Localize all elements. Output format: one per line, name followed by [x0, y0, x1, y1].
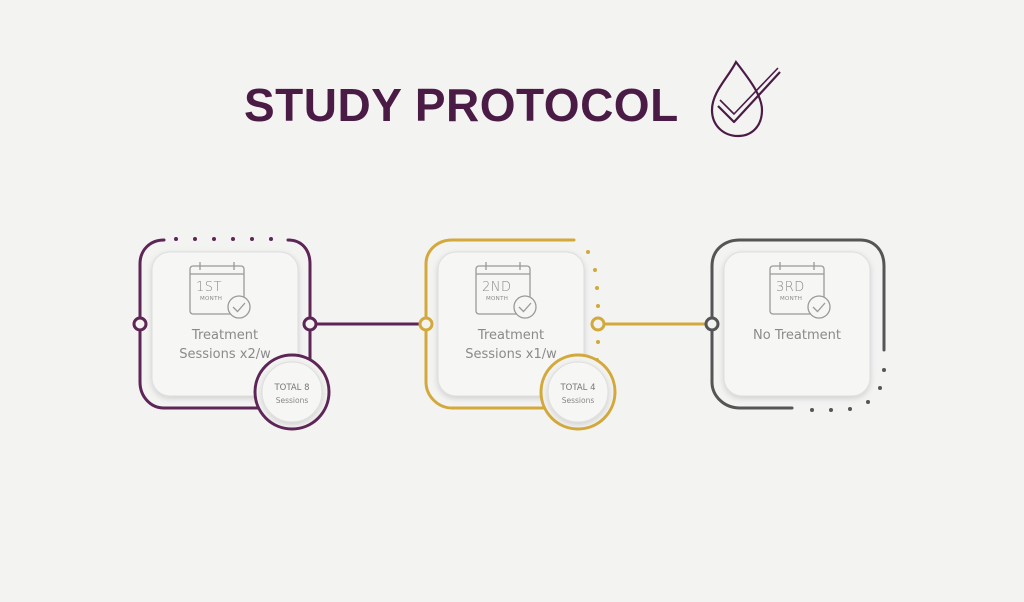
node-1-right — [302, 316, 318, 332]
stage-1-card — [151, 251, 299, 397]
stage-1-total-count: TOTAL 8 — [274, 383, 310, 393]
stage-2-dots — [586, 250, 600, 362]
node-1-left — [132, 316, 148, 332]
stage-1-ordinal: 1ST — [196, 280, 222, 295]
calendar-check-icon — [769, 262, 831, 319]
stage-1-desc-line2: Sessions x2/w — [179, 347, 271, 362]
stage-2-ordinal: 2ND — [482, 280, 512, 295]
stage-2-total-unit: Sessions — [561, 396, 595, 405]
stage-3-unit: MONTH — [780, 296, 803, 302]
stage-1-total-badge — [253, 353, 331, 431]
stage-1-unit: MONTH — [200, 296, 223, 302]
calendar-check-icon — [475, 262, 537, 319]
node-2-left — [418, 316, 434, 332]
stage-2-total-badge — [539, 353, 617, 431]
stage-2-desc-line2: Sessions x1/w — [465, 347, 557, 362]
stage-3-dots — [810, 368, 886, 412]
stage-2-unit: MONTH — [486, 296, 509, 302]
node-2-right — [590, 316, 606, 332]
page-title: STUDY PROTOCOL — [244, 79, 679, 131]
node-3-left — [704, 316, 720, 332]
stage-3-desc-line1: No Treatment — [753, 328, 841, 343]
stage-1-desc-line1: Treatment — [191, 328, 259, 343]
stage-3-ordinal: 3RD — [776, 280, 805, 295]
stage-3-card — [723, 251, 871, 397]
drop-check-icon — [710, 59, 781, 138]
stage-3-frame — [710, 238, 886, 410]
calendar-check-icon — [189, 262, 251, 319]
stage-1-total-unit: Sessions — [275, 396, 309, 405]
stage-1-frame — [138, 238, 312, 410]
stage-2-desc-line1: Treatment — [477, 328, 545, 343]
stage-2-total-count: TOTAL 4 — [560, 383, 596, 393]
stage-2-card — [437, 251, 585, 397]
stage-1-dots — [174, 237, 273, 241]
